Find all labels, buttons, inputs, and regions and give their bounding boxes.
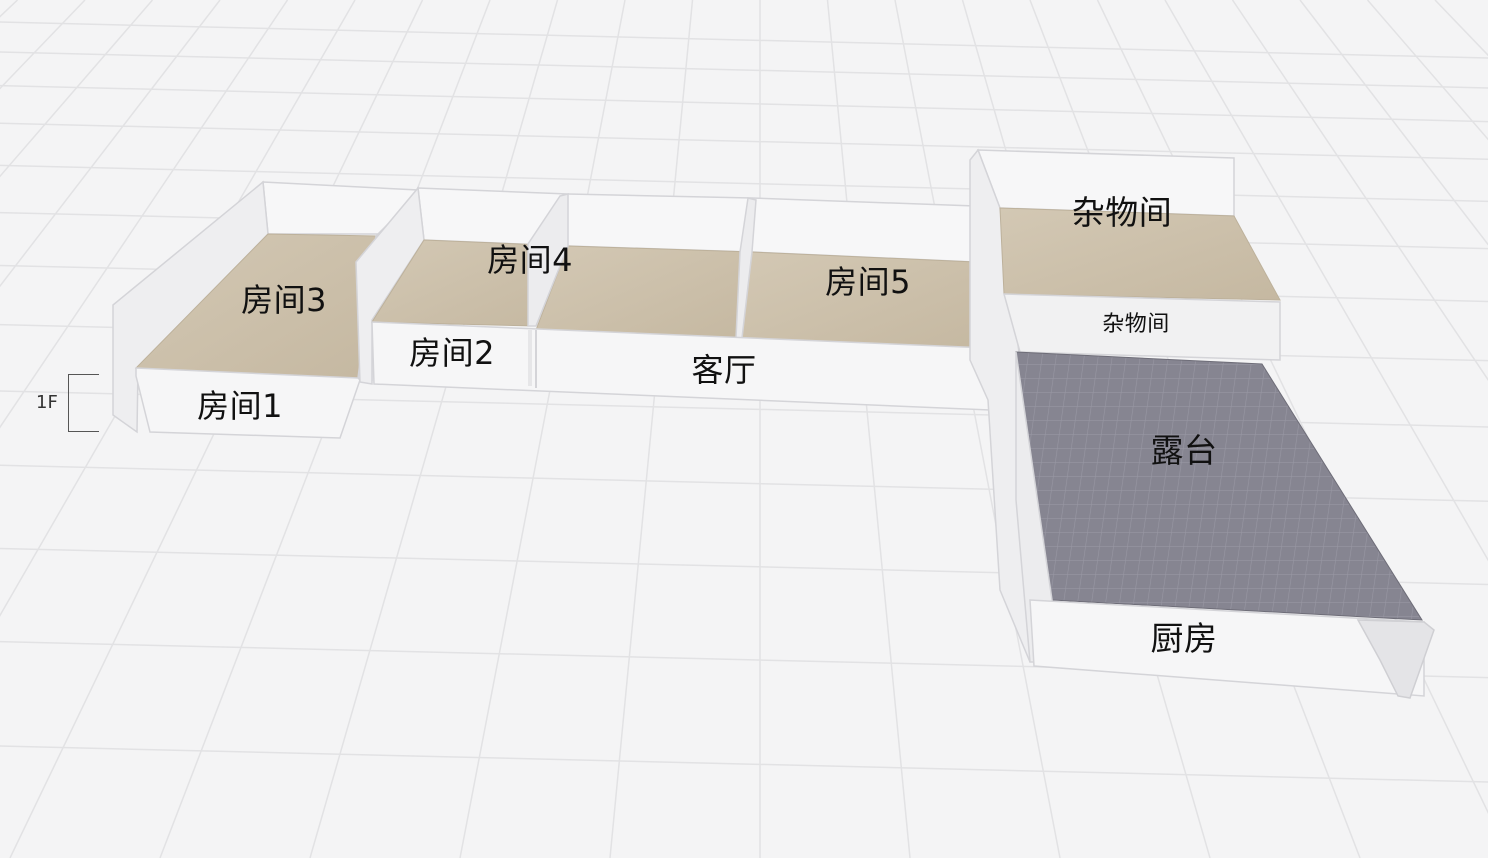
floor-selector[interactable]: 1F (30, 372, 102, 434)
middle-block (355, 186, 991, 411)
terrace-label[interactable]: 露台 (1150, 431, 1218, 470)
divider-wall-a (527, 193, 569, 327)
storage-floor (999, 207, 1281, 301)
room4-label[interactable]: 房间4 (487, 241, 573, 279)
floor-bracket-icon (68, 374, 99, 432)
kitchen-right-wall (1356, 619, 1435, 699)
room5-label[interactable]: 房间5 (825, 263, 911, 301)
room1-label[interactable]: 房间1 (197, 387, 283, 425)
floor-label[interactable]: 1F (36, 392, 58, 413)
room2-left-wall (355, 186, 425, 385)
storage-front-wall (1003, 293, 1281, 361)
room1-front-wall (135, 367, 361, 439)
kitchen-front-wall (1029, 599, 1425, 697)
right-block (969, 148, 1435, 699)
room3-label[interactable]: 房间3 (241, 281, 327, 319)
storage-upper-label[interactable]: 杂物间 (1071, 193, 1173, 232)
terrace-floor (1015, 351, 1423, 621)
living-room-label[interactable]: 客厅 (691, 351, 757, 389)
room3-block (112, 180, 421, 439)
room2-label[interactable]: 房间2 (409, 334, 495, 372)
storage-lower-label[interactable]: 杂物间 (1102, 312, 1170, 337)
kitchen-label[interactable]: 厨房 (1150, 619, 1218, 658)
